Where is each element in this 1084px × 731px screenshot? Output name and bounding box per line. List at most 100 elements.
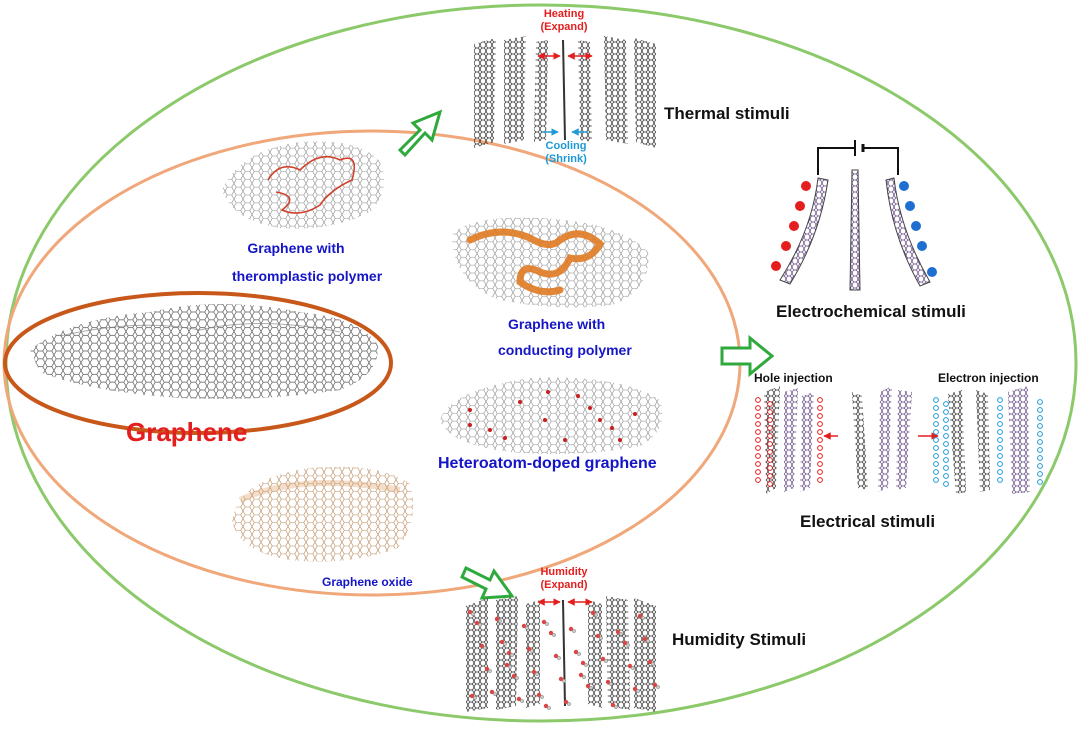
water-oxygen <box>494 616 500 622</box>
water-hydrogen <box>614 705 618 709</box>
electron-charge <box>997 413 1003 419</box>
electrochemical-label: Electrochemical stimuli <box>776 302 966 321</box>
electron-charge <box>933 445 939 451</box>
water-oxygen <box>479 643 485 649</box>
conducting-polymer-chain <box>466 228 605 296</box>
thermal-sheets <box>474 36 656 148</box>
dopant-atom <box>588 406 592 410</box>
water-oxygen <box>484 666 490 672</box>
water-oxygen <box>647 659 653 665</box>
water-oxygen <box>536 692 542 698</box>
electron-charge <box>1037 463 1043 469</box>
water-oxygen <box>590 610 596 616</box>
water-hydrogen <box>656 685 660 689</box>
positive-ion <box>771 261 781 271</box>
hole-charge <box>817 405 823 411</box>
hole-charge <box>755 469 761 475</box>
cooling-label-line2: (Shrink) <box>545 152 587 165</box>
cooling-label-line1: Cooling <box>545 140 587 152</box>
water-oxygen <box>627 663 633 669</box>
hole-charge <box>767 425 773 431</box>
water-hydrogen <box>582 675 586 679</box>
electron-charge <box>997 397 1003 403</box>
thermoplastic-label-line1: Graphene with <box>247 240 345 256</box>
water-oxygen <box>511 673 517 679</box>
water-hydrogen <box>577 652 581 656</box>
water-hydrogen <box>471 612 475 616</box>
hole-charge <box>767 481 773 487</box>
electron-charge <box>997 437 1003 443</box>
water-hydrogen <box>626 643 630 647</box>
electron-charge <box>997 429 1003 435</box>
water-hydrogen <box>488 669 492 673</box>
water-hydrogen <box>493 692 497 696</box>
water-hydrogen <box>473 696 477 700</box>
water-oxygen <box>531 669 537 675</box>
dopant-atom <box>543 418 547 422</box>
hole-charge <box>767 465 773 471</box>
water-hydrogen <box>545 622 549 626</box>
hole-charge <box>817 469 823 475</box>
water-hydrogen <box>636 689 640 693</box>
graphene-title: Graphene <box>126 417 248 447</box>
electron-charge <box>1037 455 1043 461</box>
electron-charge <box>1037 471 1043 477</box>
water-hydrogen <box>641 616 645 620</box>
polymer-chain <box>267 155 356 214</box>
electron-injection-label: Electron injection <box>938 371 1039 385</box>
hole-charge <box>755 461 761 467</box>
electron-charge <box>997 453 1003 459</box>
water-oxygen <box>632 686 638 692</box>
electron-charge <box>933 421 939 427</box>
electron-charge <box>933 453 939 459</box>
water-hydrogen <box>604 659 608 663</box>
hole-charge <box>767 473 773 479</box>
negative-ion <box>917 241 927 251</box>
electron-charge <box>1037 399 1043 405</box>
electron-charge <box>933 397 939 403</box>
water-hydrogen <box>515 676 519 680</box>
hole-charge <box>755 421 761 427</box>
water-oxygen <box>474 620 480 626</box>
water-hydrogen <box>478 623 482 627</box>
water-oxygen <box>521 623 527 629</box>
water-hydrogen <box>594 613 598 617</box>
water-oxygen <box>553 653 559 659</box>
water-hydrogen <box>631 666 635 670</box>
water-hydrogen <box>547 706 551 710</box>
water-hydrogen <box>599 636 603 640</box>
electron-charge <box>997 477 1003 483</box>
water-oxygen <box>489 689 495 695</box>
graphene-sheet <box>30 304 379 399</box>
hole-charge <box>767 457 773 463</box>
dopant-atom <box>546 390 550 394</box>
humidity-sheets <box>466 596 660 712</box>
water-hydrogen <box>525 626 529 630</box>
electrical-charges <box>755 397 1043 487</box>
hole-charge <box>817 413 823 419</box>
electron-charge <box>1037 439 1043 445</box>
electron-charge <box>933 477 939 483</box>
electron-charge <box>943 457 949 463</box>
water-oxygen <box>578 672 584 678</box>
hole-charge <box>767 441 773 447</box>
negative-ion <box>911 221 921 231</box>
electron-charge <box>1037 423 1043 429</box>
hole-charge <box>755 413 761 419</box>
hole-charge <box>817 453 823 459</box>
water-oxygen <box>605 679 611 685</box>
water-oxygen <box>585 683 591 689</box>
water-hydrogen <box>572 629 576 633</box>
dopant-atom <box>610 426 614 430</box>
water-hydrogen <box>589 686 593 690</box>
hole-charge <box>817 445 823 451</box>
electron-charge <box>943 417 949 423</box>
electron-charge <box>933 405 939 411</box>
electron-charge <box>1037 447 1043 453</box>
water-hydrogen <box>584 663 588 667</box>
water-oxygen <box>600 656 606 662</box>
dopant-atoms <box>468 390 637 442</box>
water-hydrogen <box>567 702 571 706</box>
